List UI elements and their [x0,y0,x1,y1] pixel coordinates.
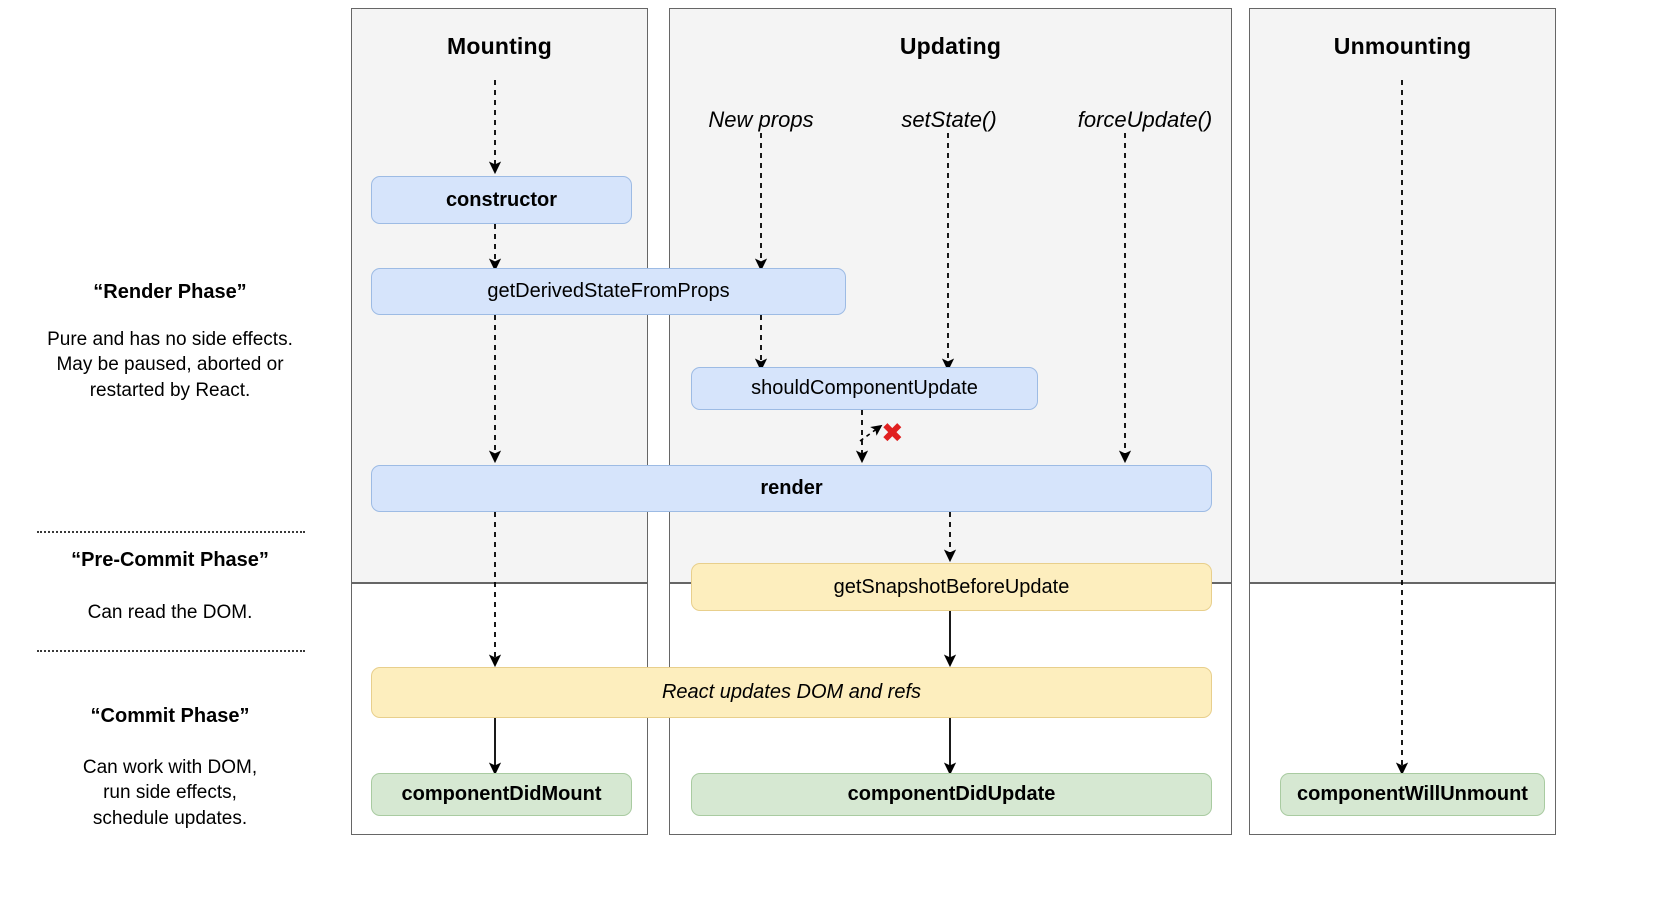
phase-title-pre-commit: “Pre-Commit Phase” [71,549,269,571]
node-get-snapshot-before-update[interactable]: getSnapshotBeforeUpdate [691,563,1212,611]
column-title-mounting: Mounting [446,33,553,59]
column-title-updating: Updating [899,33,1002,59]
panel-unmounting-render [1249,8,1556,583]
node-get-derived-state-from-props[interactable]: getDerivedStateFromProps [371,268,846,315]
phase-title-commit: “Commit Phase” [90,705,250,727]
node-component-did-mount[interactable]: componentDidMount [371,773,632,816]
node-render[interactable]: render [371,465,1212,512]
node-constructor[interactable]: constructor [371,176,632,224]
phase-body-pre-commit: Can read the DOM. [87,602,253,623]
node-component-will-unmount[interactable]: componentWillUnmount [1280,773,1545,816]
abort-x-icon: ✖ [881,418,904,448]
phase-divider-bottom [37,650,305,652]
phase-title-render: “Render Phase” [93,281,247,303]
phase-divider-top [37,531,305,533]
trigger-force-update: forceUpdate() [1077,107,1213,132]
node-component-did-update[interactable]: componentDidUpdate [691,773,1212,816]
trigger-new-props: New props [708,107,814,132]
column-title-unmounting: Unmounting [1333,33,1472,59]
trigger-set-state: setState() [901,107,997,132]
node-should-component-update[interactable]: shouldComponentUpdate [691,367,1038,410]
phase-body-render: Pure and has no side effects. May be pau… [47,329,293,401]
node-react-updates-dom-and-refs[interactable]: React updates DOM and refs [371,667,1212,718]
phase-body-commit: Can work with DOM, run side effects, sch… [82,757,258,829]
